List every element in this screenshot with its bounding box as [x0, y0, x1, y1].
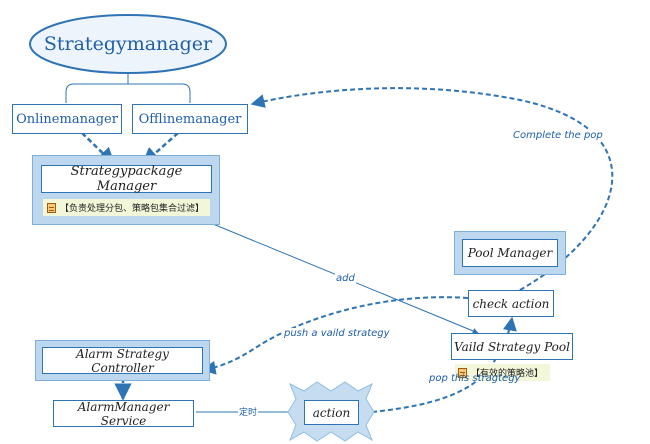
title-bracket [65, 74, 191, 103]
strategypackage-manager-node[interactable]: Strategypackage Manager [41, 164, 212, 194]
action-node[interactable]: action [304, 400, 359, 425]
alarm-strategy-controller-node[interactable]: Alarm Strategy Controller [42, 347, 203, 375]
title-ellipse [29, 14, 227, 74]
onlinemanager-node[interactable]: Onlinemanager [12, 104, 122, 134]
add-label: add [335, 273, 356, 284]
complete-pop-label: Complete the pop [512, 130, 604, 141]
valid-strategy-pool-node[interactable]: Vaild Strategy Pool [451, 333, 573, 360]
strategypackage-note-text: 【负责处理分包、策略包集合过滤】 [60, 204, 205, 214]
strategypackage-note: 【负责处理分包、策略包集合过滤】 [43, 199, 210, 216]
valid-pool-note: 【有效的策略池】 [455, 364, 550, 381]
push-label: push a vaild strategy [283, 328, 391, 339]
offlinemanager-node[interactable]: Offlinemanager [132, 104, 248, 134]
check-action-node[interactable]: check action [468, 290, 554, 317]
valid-pool-note-text: 【有效的策略池】 [471, 369, 544, 379]
note-icon [458, 367, 467, 378]
note-icon [47, 202, 56, 213]
title-node: Strategymanager [43, 33, 213, 55]
pop-this-label: pop this stragtegy [429, 373, 521, 384]
push-arrow [201, 296, 469, 375]
timer-label: 定时 [238, 405, 259, 418]
pool-manager-node[interactable]: Pool Manager [462, 239, 558, 267]
alarmmanager-service-node[interactable]: AlarmManager Service [53, 400, 194, 428]
